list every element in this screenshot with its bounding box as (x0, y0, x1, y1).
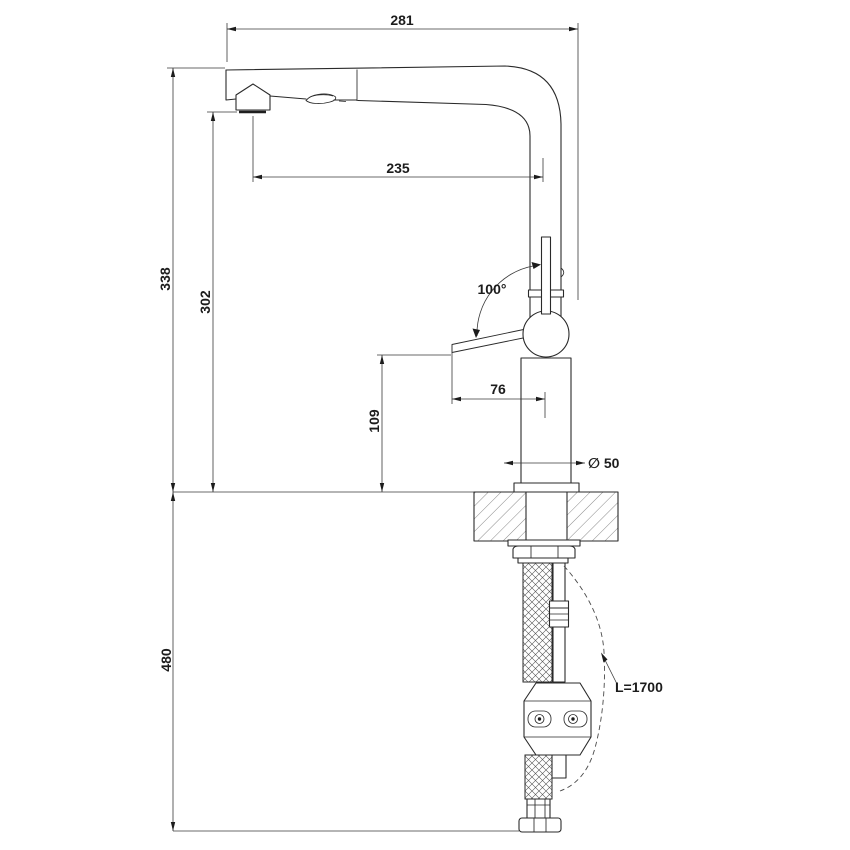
dim-label-body-diameter: ∅ 50 (588, 455, 620, 471)
base-flange (513, 482, 580, 493)
counterweight-body (523, 682, 592, 756)
counterweight-slot-left (527, 710, 552, 728)
counterweight-screw-right (568, 714, 578, 724)
pullout-pipe-lower (551, 754, 567, 779)
hose-end-nut (518, 817, 562, 833)
spout-left-cap (225, 69, 237, 101)
valve-body (520, 357, 572, 484)
spray-head-outline (235, 83, 271, 111)
hose-clip-nub (560, 267, 565, 278)
dim-label-hose-length: L=1700 (615, 679, 663, 695)
handle-ball-joint (522, 310, 570, 358)
dim-label-reach-to-head: 235 (386, 160, 410, 176)
counter-hatch-left (474, 492, 526, 541)
mounting-washer (507, 539, 581, 547)
dim-label-reach-overall: 281 (390, 12, 414, 28)
supply-hoses (522, 562, 570, 683)
leader-arrow (601, 652, 608, 663)
pipe-fitting-block (548, 607, 570, 628)
hose-lower-end (518, 754, 567, 833)
dim-label-below-deck: 480 (158, 648, 174, 672)
arc-arrow-bottom (472, 328, 480, 338)
arc-arrow-top (531, 262, 541, 269)
dim-label-handle-projection: 76 (490, 381, 506, 397)
handle-open-position (451, 328, 529, 353)
hose-counterweight (523, 682, 592, 756)
spout-top-edge (225, 65, 562, 291)
hose-end-neck (526, 798, 551, 819)
extension-lines (167, 23, 579, 418)
pipe-fitting-band (548, 600, 570, 609)
dim-label-handle-height: 109 (366, 409, 382, 433)
dim-label-height-overall: 338 (157, 267, 173, 291)
mounting-nut (512, 545, 576, 559)
spray-button-inner (310, 94, 347, 102)
handle-lever-rod (540, 236, 552, 315)
dim-label-handle-angle: 100° (478, 281, 507, 297)
spout-bottom-left (269, 95, 307, 100)
extended-hose-path (559, 565, 605, 792)
braided-hose-lower (524, 754, 553, 800)
spout-bottom-inner (333, 99, 531, 291)
dim-label-height-underside: 302 (197, 290, 213, 314)
mounting-shank (525, 491, 568, 541)
spray-head (235, 83, 271, 114)
mounting-nut-collar (517, 557, 569, 564)
counterweight-slot-right (563, 710, 588, 728)
spout-arm (225, 65, 562, 291)
counter-hatch-right (567, 492, 618, 541)
countertop (473, 491, 619, 542)
braided-hose-upper (522, 562, 553, 683)
handle-swing-arc (476, 265, 534, 337)
faucet-object (225, 65, 619, 833)
mounting-hardware (507, 539, 581, 564)
dimension-annotations: 281 235 338 302 109 480 76 100° ∅ 50 L=1… (157, 12, 663, 832)
counterweight-screw-left (534, 714, 545, 724)
